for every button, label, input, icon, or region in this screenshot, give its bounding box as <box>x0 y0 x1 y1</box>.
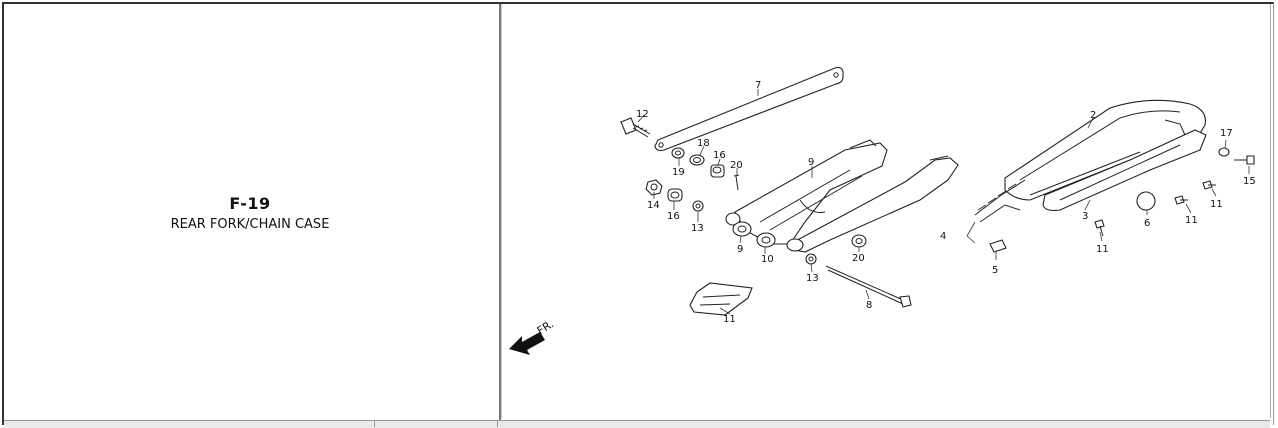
callout-11b: 11 <box>1185 215 1198 226</box>
callout-8: 9 <box>808 157 814 168</box>
callout-12: 12 <box>636 109 649 120</box>
callout-11a: 11 <box>1096 244 1109 255</box>
callout-6: 7 <box>755 80 761 91</box>
part-13-collar-lower <box>805 253 817 265</box>
part-14-nut <box>645 179 663 196</box>
part-7-pivot-bolt <box>825 265 912 308</box>
callout-2: 3 <box>1082 211 1088 222</box>
part-5-cap <box>1136 191 1156 211</box>
callout-11c: 11 <box>1210 199 1223 210</box>
callout-4: 5 <box>992 265 998 276</box>
part-11-bolt-b <box>1174 195 1188 205</box>
part-17-washer <box>1218 147 1230 157</box>
part-9-bushing-b <box>756 232 776 248</box>
callout-16: 16 <box>713 150 726 161</box>
part-20-pin-upper <box>733 174 740 191</box>
part-16-bushing-upper <box>710 164 725 178</box>
section-code: F-19 <box>229 194 271 213</box>
callout-13: 13 <box>691 223 704 234</box>
row-divider <box>374 420 375 427</box>
callout-15: 15 <box>1243 176 1256 187</box>
callout-13b: 13 <box>806 273 819 284</box>
next-row-strip <box>4 420 1270 428</box>
part-15-screw <box>1234 155 1255 165</box>
callout-16b: 16 <box>667 211 680 222</box>
part-20-collar-lower <box>851 234 867 248</box>
callout-10: 11 <box>723 314 736 325</box>
part-19-collar <box>671 147 685 159</box>
part-2-chain-case-lower <box>1042 129 1207 211</box>
callout-20b: 20 <box>852 253 865 264</box>
part-12-bolt <box>620 117 651 138</box>
callout-5: 6 <box>1144 218 1150 229</box>
callout-14: 14 <box>647 200 660 211</box>
callout-18: 18 <box>697 138 710 149</box>
part-13-collar-upper <box>692 200 704 212</box>
callout-7: 8 <box>866 300 872 311</box>
front-direction-arrow <box>509 332 545 355</box>
callout-17: 17 <box>1220 128 1233 139</box>
callout-1: 2 <box>1090 110 1096 121</box>
part-1-chain-case <box>1004 99 1206 201</box>
callout-3: 4 <box>940 231 946 242</box>
part-8-swingarm <box>725 139 959 253</box>
section-title: REAR FORK/CHAIN CASE <box>170 217 330 232</box>
callout-9b: 10 <box>761 254 774 265</box>
part-4-master-link <box>989 239 1007 253</box>
row-divider <box>497 420 498 427</box>
part-3-drive-chain <box>974 179 1026 223</box>
part-18-washer <box>689 154 705 166</box>
part-11-bolt-c <box>1202 180 1216 190</box>
part-16-bushing-lower <box>667 188 683 202</box>
part-6-stay <box>654 66 844 152</box>
callout-19: 19 <box>672 167 685 178</box>
part-11-bolt-a <box>1094 219 1105 237</box>
part-9-bushing-a <box>732 221 752 237</box>
callout-20: 20 <box>730 160 743 171</box>
callout-9a: 9 <box>737 244 743 255</box>
column-divider <box>499 4 501 420</box>
section-cell <box>4 4 500 417</box>
part-10-slider <box>689 282 753 316</box>
